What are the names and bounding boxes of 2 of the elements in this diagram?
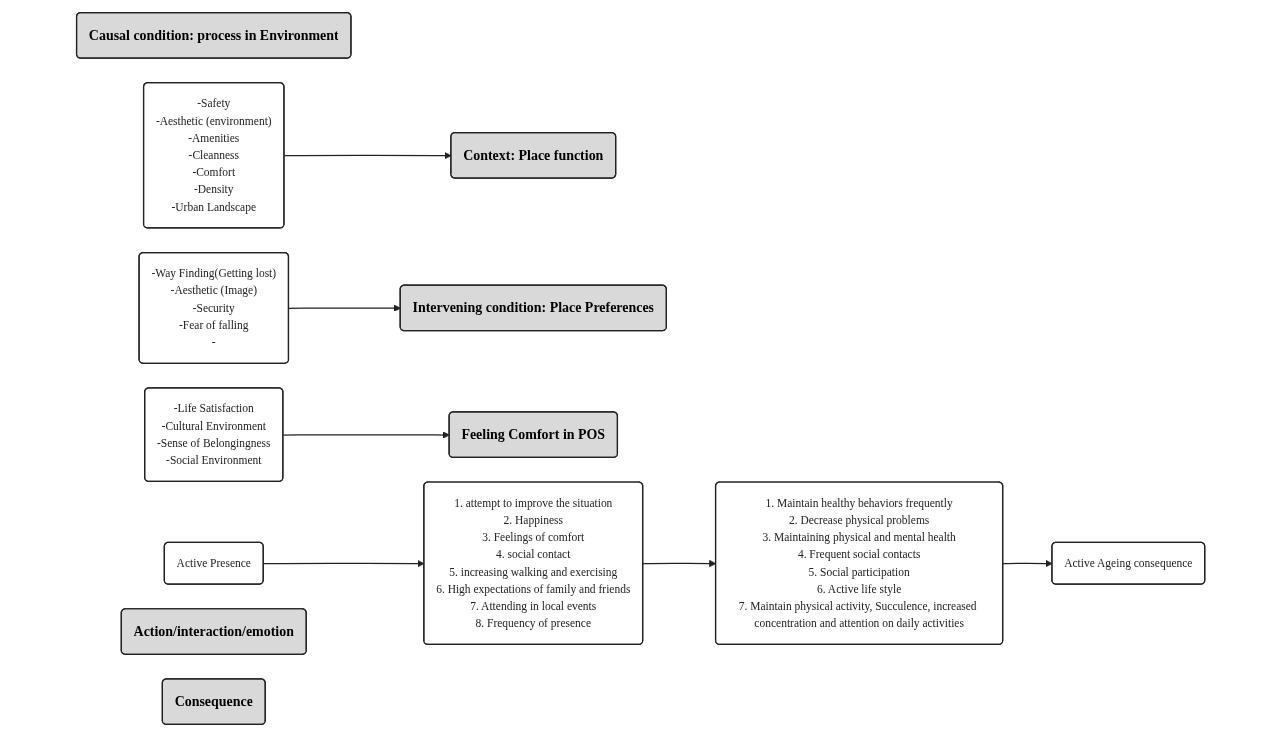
arrow — [263, 559, 425, 568]
arrow — [284, 152, 452, 160]
